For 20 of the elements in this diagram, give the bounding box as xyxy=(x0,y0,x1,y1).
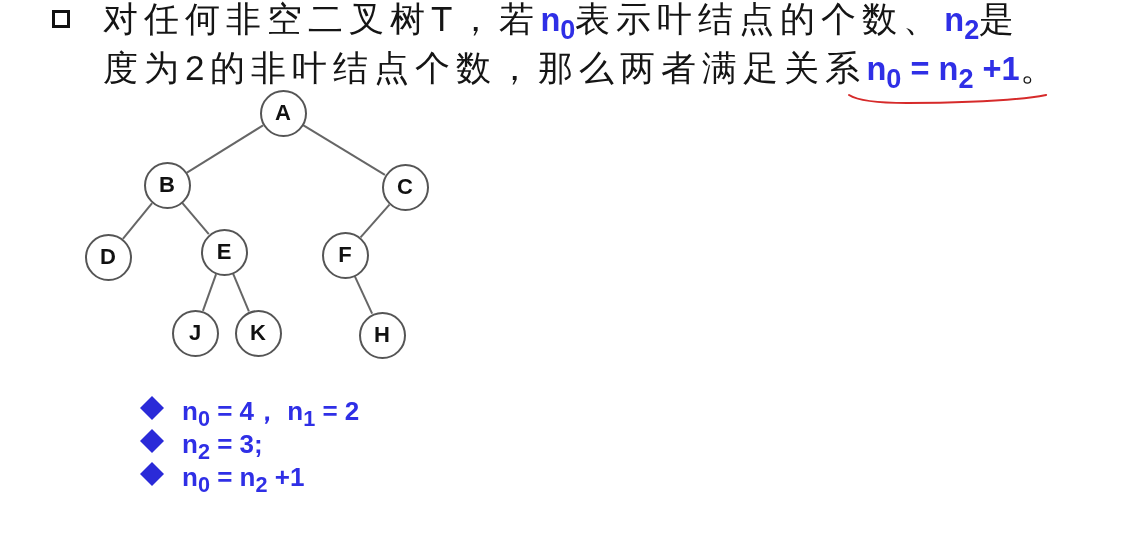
node-circle: D xyxy=(84,233,132,281)
tree-edge xyxy=(353,275,374,315)
node-circle: C xyxy=(381,163,429,211)
tree-edge xyxy=(359,203,391,239)
node-circle: H xyxy=(358,311,406,359)
node-circle: F xyxy=(321,231,369,279)
node-circle: A xyxy=(259,89,307,137)
tree-edge xyxy=(232,272,250,313)
node-circle: J xyxy=(171,309,219,357)
bullet-text: n$_{0}$ = 4， n$_{1}$ = 2 xyxy=(182,395,360,428)
tree-edge xyxy=(121,202,154,240)
node-circle: E xyxy=(200,228,248,276)
tree-edge xyxy=(302,124,386,176)
bullet-text: n$_{0}$ = n$_{2}$ +1 xyxy=(182,461,305,494)
bullet-text: n$_{2}$ = 3; xyxy=(182,428,263,461)
node-circle: B xyxy=(143,161,191,209)
tree-edge xyxy=(181,201,210,236)
node-circle: K xyxy=(234,309,282,357)
tree-edge xyxy=(201,273,218,312)
tree-edge xyxy=(185,124,265,174)
